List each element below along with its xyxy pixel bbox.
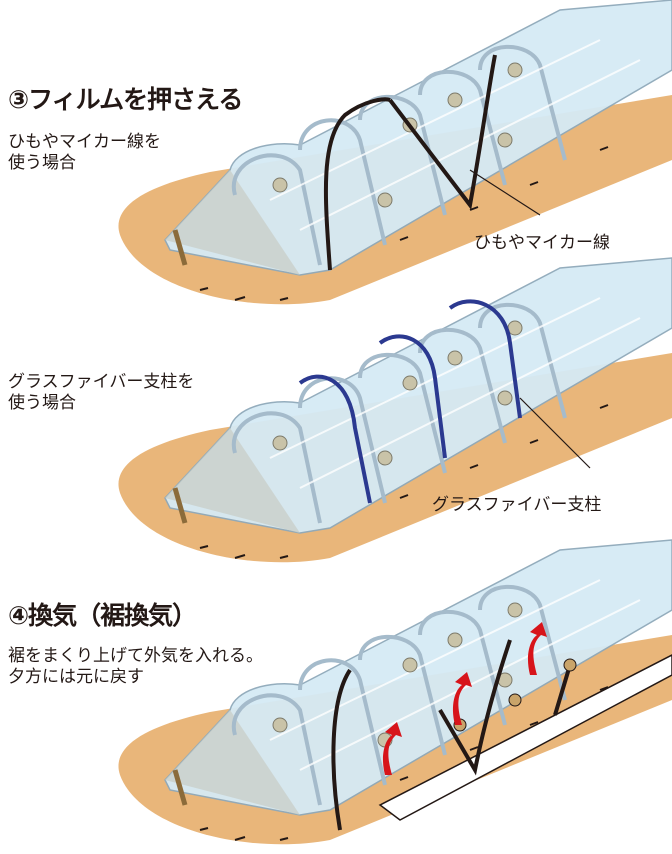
case1-label: ひもやマイカー線を 使う場合 (8, 132, 161, 173)
section4-description: 裾をまくり上げて外気を入れる。 夕方には元に戻す (8, 646, 263, 687)
case2-label: グラスファイバー支柱を 使う場合 (8, 372, 195, 413)
section4-heading: ④換気（裾換気） (8, 601, 197, 630)
tunnel-with-fiberglass (118, 258, 672, 562)
case2-callout: グラスファイバー支柱 (432, 495, 602, 515)
arrow-up-icon (382, 622, 547, 775)
case1-callout: ひもやマイカー線 (474, 233, 610, 253)
tunnel-with-string (118, 0, 672, 304)
tunnel-ventilation (118, 540, 672, 844)
section3-heading: ③フィルムを押さえる (8, 85, 243, 114)
